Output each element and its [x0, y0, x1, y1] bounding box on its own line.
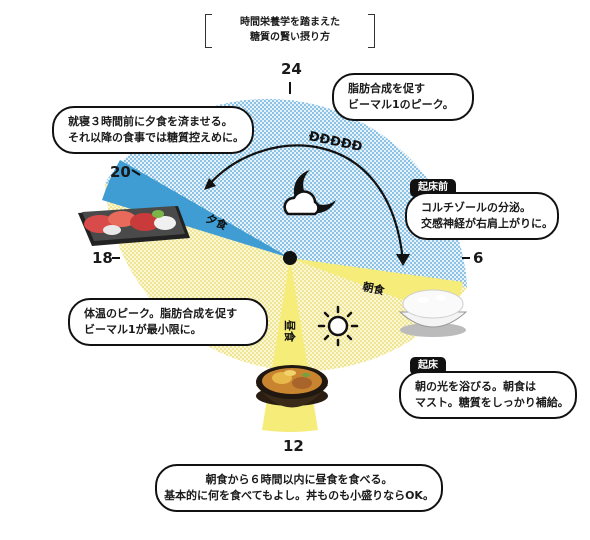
- tick-20: [131, 169, 141, 176]
- sleep-arrow-head-left: [204, 178, 216, 190]
- note-wake: 朝の光を浴びる。朝食は マスト。糖質をしっかり補給。: [399, 371, 577, 419]
- header-line-1: 時間栄養学を踏まえた: [240, 17, 340, 28]
- clock-center: [283, 251, 297, 265]
- sleep-arrow: [207, 144, 405, 263]
- header-bracket-right: [368, 14, 375, 48]
- hour-20: 20: [110, 163, 131, 181]
- note-dinner-advice-line-1: 就寝３時間前に夕食を済ませる。: [68, 115, 233, 128]
- sashimi-icon: [78, 206, 190, 246]
- tag-wake: 起床: [410, 357, 446, 375]
- hour-12: 12: [283, 437, 304, 455]
- note-wake-line-2: マスト。糖質をしっかり補給。: [415, 396, 569, 409]
- note-wake-line-1: 朝の光を浴びる。朝食は: [415, 380, 536, 393]
- sleep-arrow-head-right: [396, 254, 410, 266]
- lunch-label: 昼食: [283, 319, 297, 343]
- note-fat-peak-line-2: ビーマル1のピーク。: [348, 98, 454, 111]
- hour-6: 6: [473, 249, 484, 267]
- note-body-temp: 体温のピーク。脂肪合成を促す ビーマル1が最小限に。: [68, 298, 268, 346]
- katsudon-icon: [256, 365, 328, 408]
- note-dinner-advice-line-2: それ以降の食事では糖質控えめに。: [68, 131, 244, 144]
- note-lunch-advice-line-2: 基本的に何を食べてもよし。丼ものも小盛りならOK。: [164, 489, 434, 502]
- hour-18: 18: [92, 249, 113, 267]
- breakfast-label: 朝食: [361, 279, 386, 297]
- header-line-2: 糖質の賢い摂り方: [250, 32, 330, 43]
- note-dinner-advice: 就寝３時間前に夕食を済ませる。 それ以降の食事では糖質控えめに。: [52, 106, 254, 154]
- header-bracket-left: [205, 14, 212, 48]
- dinner-band: [102, 160, 290, 258]
- rice-bowl-icon: [398, 289, 468, 337]
- note-lunch-advice: 朝食から６時間以内に昼食を食べる。 基本的に何を食べてもよし。丼ものも小盛りなら…: [155, 464, 443, 512]
- note-fat-peak-line-1: 脂肪合成を促す: [348, 82, 425, 95]
- hour-24: 24: [281, 60, 302, 78]
- note-before-wake-line-1: コルチゾールの分泌。: [421, 201, 531, 214]
- diagram-header: 時間栄養学を踏まえた 糖質の賢い摂り方: [205, 12, 375, 48]
- note-fat-peak: 脂肪合成を促す ビーマル1のピーク。: [332, 73, 474, 121]
- note-before-wake: コルチゾールの分泌。 交感神経が右肩上がりに。: [405, 192, 559, 240]
- note-before-wake-line-2: 交感神経が右肩上がりに。: [421, 217, 553, 230]
- moon-cloud-icon: [283, 170, 336, 216]
- note-body-temp-line-2: ビーマル1が最小限に。: [84, 323, 202, 336]
- note-body-temp-line-1: 体温のピーク。脂肪合成を促す: [84, 307, 238, 320]
- note-lunch-advice-line-1: 朝食から６時間以内に昼食を食べる。: [205, 473, 393, 486]
- sun-icon: [317, 305, 359, 347]
